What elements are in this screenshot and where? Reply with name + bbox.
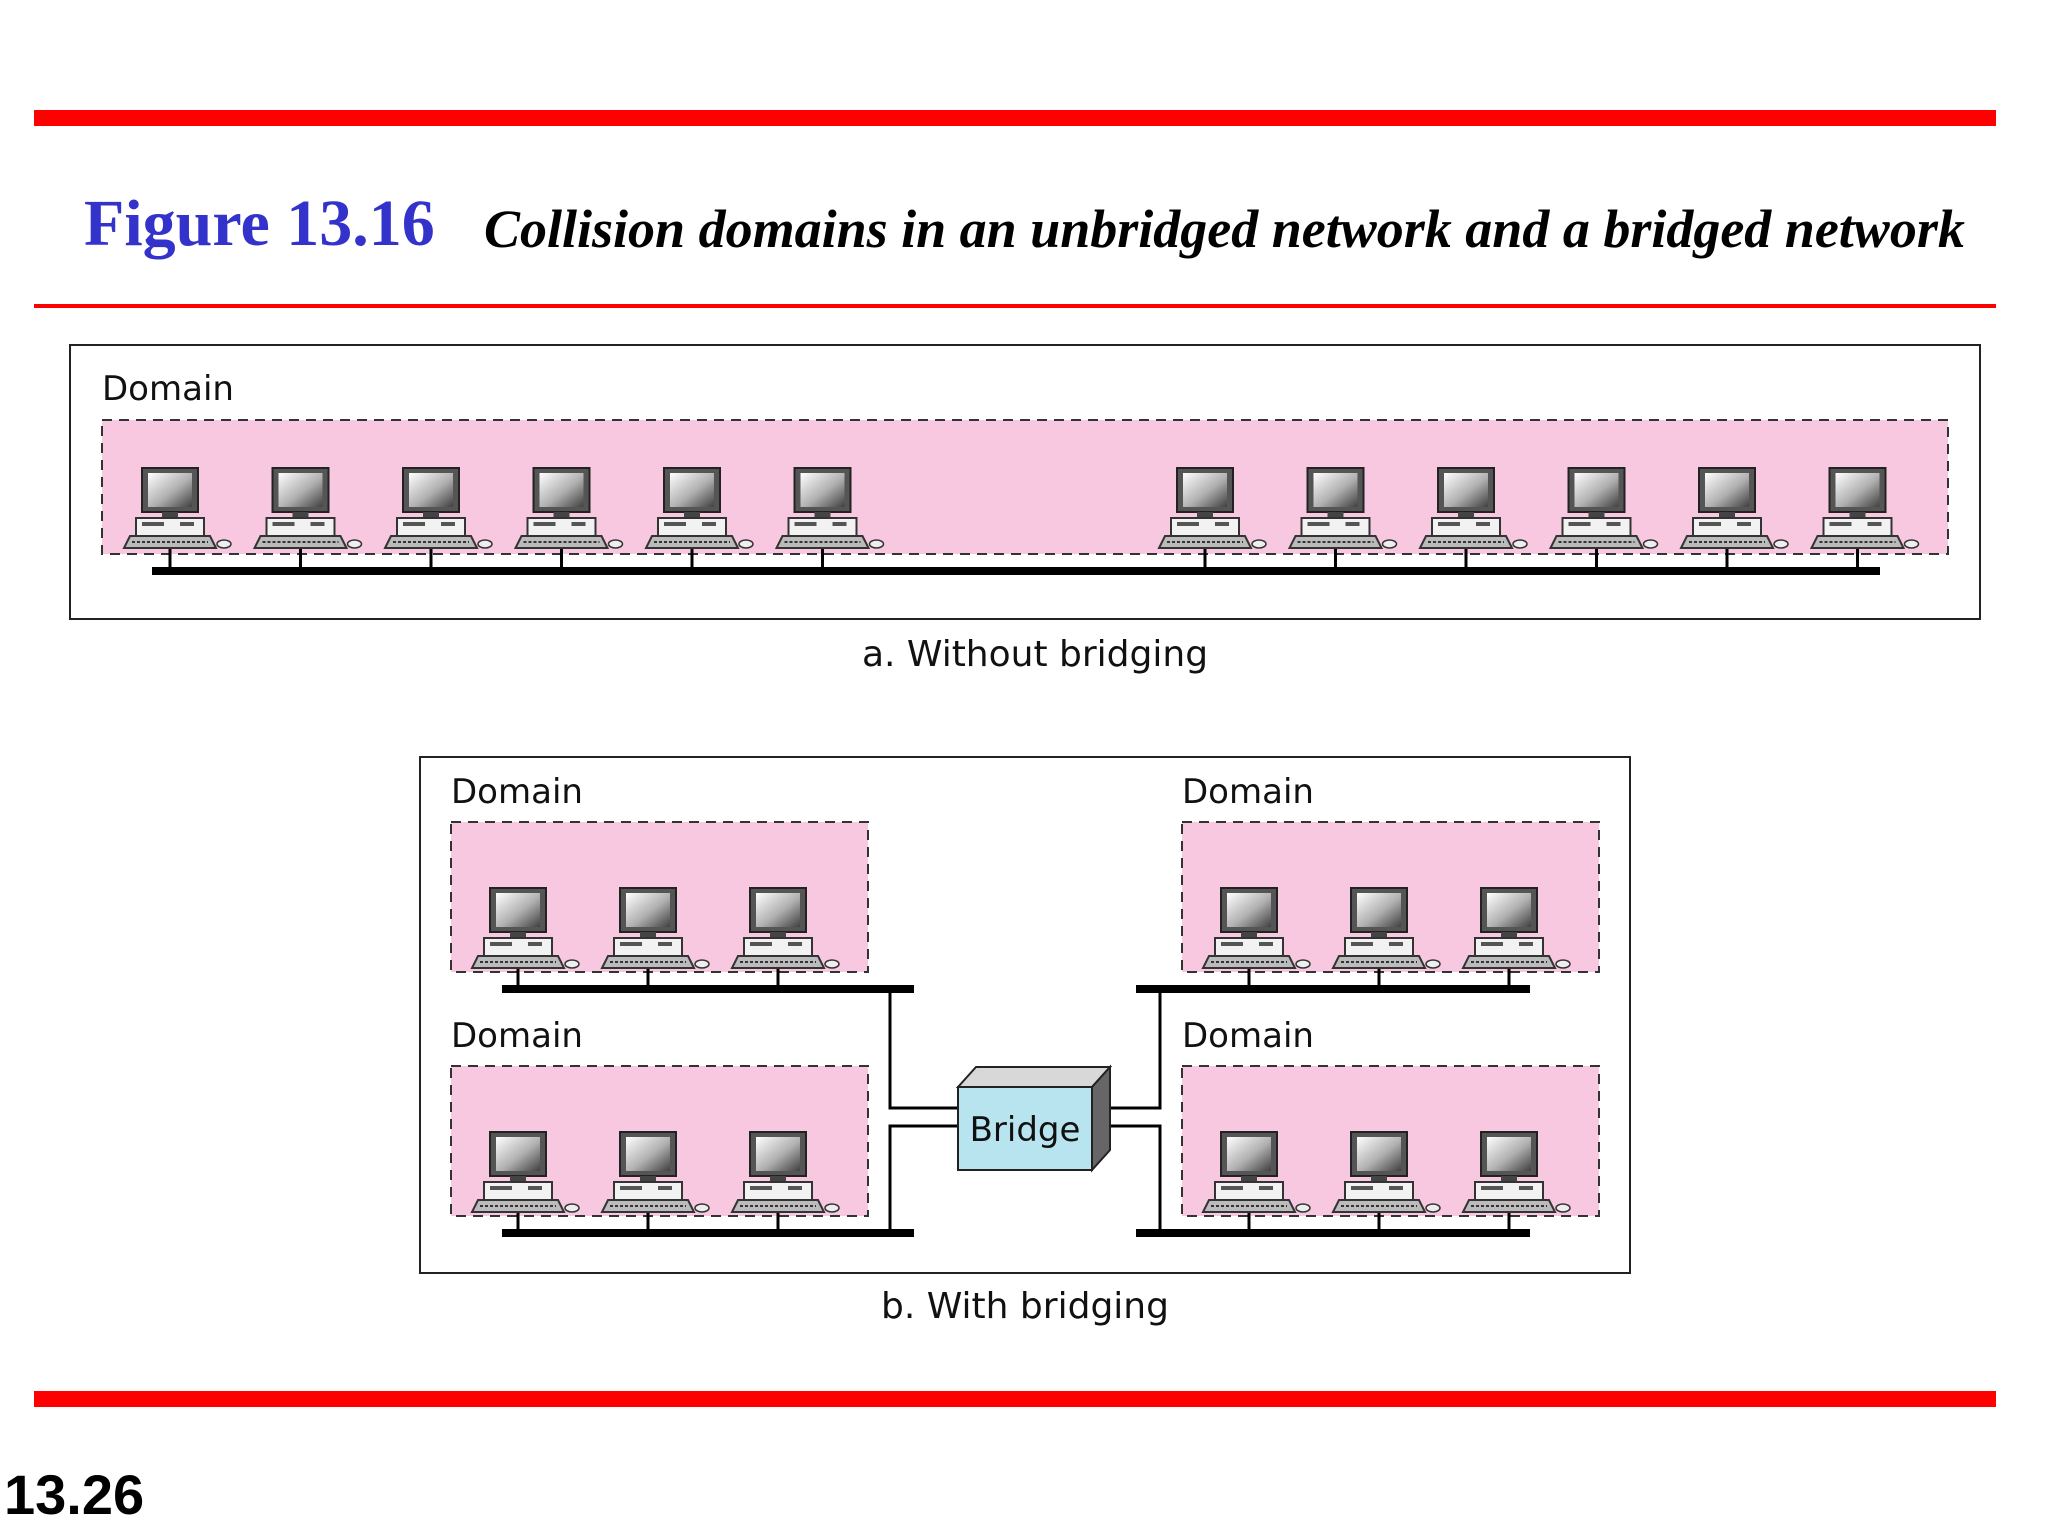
diagram-a-domain-box [101, 419, 1949, 555]
bridge-label: Bridge [970, 1110, 1081, 1150]
bottom-red-rule [34, 1391, 1996, 1407]
bridge-device: Bridge [955, 1064, 1113, 1173]
title-underline-rule [34, 304, 1996, 308]
bridge-connectors [888, 989, 1162, 1233]
diagram-b-domain-label-3: Domain [451, 1016, 583, 1056]
diagram-a-caption: a. Without bridging [862, 634, 1208, 675]
diagram-a-domain-label: Domain [102, 369, 234, 409]
slide-number: 13.26 [4, 1463, 145, 1526]
diagram-b-domain-label-2: Domain [1182, 772, 1314, 812]
figure-caption: Collision domains in an unbridged networ… [484, 199, 1965, 259]
diagram-b-domain-label-4: Domain [1182, 1016, 1314, 1056]
top-red-rule [34, 110, 1996, 126]
diagram-b-frame [419, 756, 1631, 1274]
diagram-b-caption: b. With bridging [881, 1286, 1169, 1327]
diagram-b-domain-label-1: Domain [451, 772, 583, 812]
diagram-a-frame [69, 344, 1981, 620]
figure-number: Figure 13.16 [84, 187, 435, 260]
